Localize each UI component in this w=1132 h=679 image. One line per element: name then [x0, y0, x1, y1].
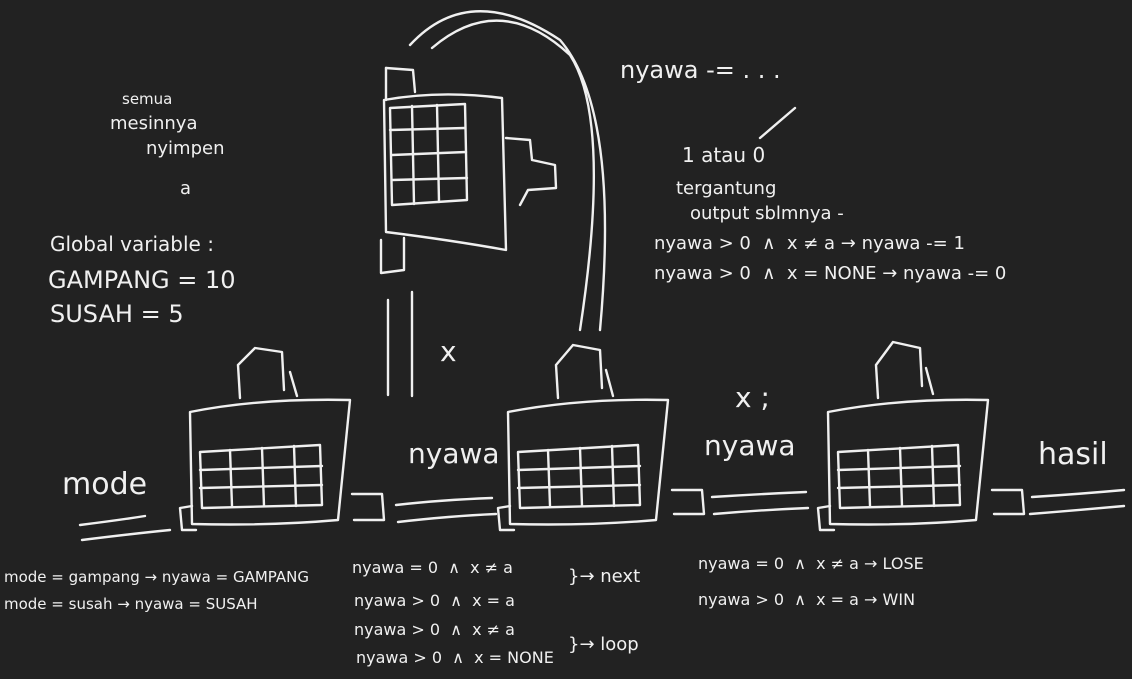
result-rule-win: nyawa > 0 ∧ x = a → WIN: [698, 590, 916, 609]
next-brace: }→ next: [568, 566, 641, 587]
machine-3: [710, 340, 1126, 532]
middle-rule-3: nyawa > 0 ∧ x ≠ a: [354, 620, 515, 639]
input-x-label: x: [440, 335, 457, 368]
nyawa-label-1: nyawa: [408, 437, 500, 470]
gampang-constant: GAMPANG = 10: [48, 266, 236, 294]
global-variable-title: Global variable :: [50, 232, 214, 256]
loop-brace: }→ loop: [568, 634, 639, 655]
tergantung-note: tergantung: [676, 178, 777, 199]
output-note: output sblmnya -: [690, 203, 844, 224]
middle-rule-1: nyawa = 0 ∧ x ≠ a: [352, 558, 513, 577]
susah-constant: SUSAH = 5: [50, 300, 184, 328]
middle-rule-2: nyawa > 0 ∧ x = a: [354, 591, 515, 610]
loop-arrow: [408, 10, 607, 332]
result-rule-lose: nyawa = 0 ∧ x ≠ a → LOSE: [698, 554, 924, 573]
note-a: a: [180, 178, 192, 199]
mode-rule-1: mode = gampang → nyawa = GAMPANG: [4, 568, 309, 586]
machine-2: [394, 343, 706, 532]
middle-rule-4: nyawa > 0 ∧ x = NONE: [356, 648, 554, 667]
note-nyimpen: nyimpen: [146, 138, 225, 159]
x-semicolon-label: x ;: [735, 381, 770, 414]
one-or-zero-note: 1 atau 0: [682, 143, 766, 167]
mode-rule-2: mode = susah → nyawa = SUSAH: [4, 595, 258, 613]
machine-1: [78, 346, 386, 542]
nyawa-decrement-note: nyawa -= . . .: [620, 56, 781, 84]
mode-label: mode: [62, 467, 148, 502]
hasil-label: hasil: [1038, 437, 1108, 472]
decrement-rule-1: nyawa > 0 ∧ x ≠ a → nyawa -= 1: [654, 233, 965, 254]
top-machine: [379, 66, 558, 398]
pointer-line: [758, 106, 797, 140]
decrement-rule-2: nyawa > 0 ∧ x = NONE → nyawa -= 0: [654, 263, 1007, 284]
note-semua: semua: [122, 90, 173, 108]
note-mesinnya: mesinnya: [110, 113, 198, 134]
nyawa-label-2: nyawa: [704, 429, 796, 462]
